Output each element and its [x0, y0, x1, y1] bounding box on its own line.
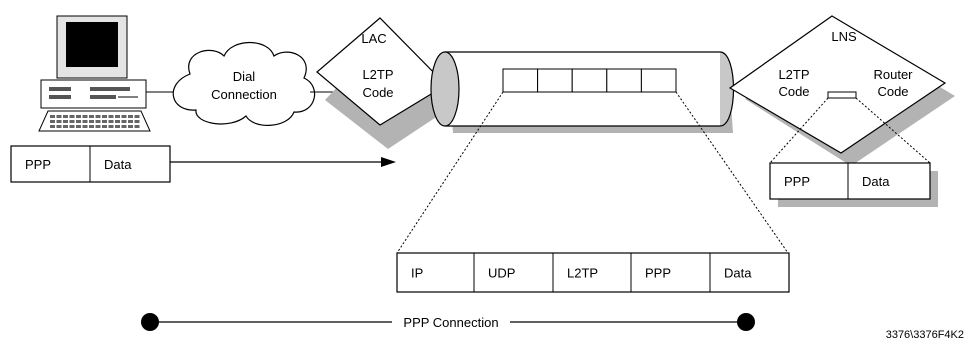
lns-router-line1: Router: [873, 67, 913, 82]
encap-frame-cell-udp: UDP: [488, 266, 515, 281]
lac-title: LAC: [361, 31, 386, 46]
figure-id: 3376\3376F4K2: [886, 329, 964, 341]
lns-l2tp-line1: L2TP: [778, 67, 809, 82]
tunnel-left-end: [430, 51, 460, 127]
tunnel-packet-cell: [606, 68, 642, 93]
encap-frame-cell-l2tp: L2TP: [567, 266, 598, 281]
ppp-connection: PPP Connection: [141, 313, 755, 331]
lns-expand-line-right: [855, 97, 931, 164]
encap-frame-box: [396, 252, 790, 293]
lns-frame-box: [769, 162, 931, 200]
cloud-icon: [172, 42, 316, 126]
expand-line-right: [675, 91, 789, 254]
endpoint-left: [141, 313, 159, 331]
lns-frame-cell-ppp: PPP: [784, 174, 810, 189]
tunnel-packet-cell: [537, 68, 573, 93]
encapsulated-frame: IP UDP L2TP PPP Data: [396, 252, 790, 293]
lac-node: LAC L2TP Code: [316, 17, 462, 149]
dial-connection-cloud: Dial Connection: [172, 42, 316, 126]
l2tp-tunnel: [430, 51, 734, 133]
tunnel-packet-cell: [640, 68, 677, 93]
client-frame-cell-ppp: PPP: [25, 157, 51, 172]
lac-code-line2: Code: [362, 85, 393, 100]
expand-line-left: [396, 91, 504, 254]
lns-frame: PPP Data: [769, 162, 938, 207]
cloud-label-line1: Dial: [233, 69, 256, 84]
lns-node: LNS L2TP Code Router Code: [728, 15, 955, 166]
tunnel-packet-cell: [571, 68, 608, 93]
computer: [38, 15, 151, 132]
cloud-label-line2: Connection: [211, 87, 277, 102]
encap-frame-cell-data: Data: [724, 266, 752, 281]
lns-router-line2: Code: [877, 84, 908, 99]
ppp-connection-label: PPP Connection: [403, 315, 498, 330]
encap-frame-cell-ip: IP: [411, 266, 423, 281]
lns-packet-icon: [827, 91, 857, 99]
encap-frame-cell-ppp: PPP: [645, 266, 671, 281]
lns-frame-cell-data: Data: [862, 174, 890, 189]
tunnel-packet: [502, 68, 677, 93]
lac-code-line1: L2TP: [362, 67, 393, 82]
lns-title: LNS: [831, 29, 857, 44]
data-flow-arrow: [170, 157, 396, 167]
client-frame: PPP Data: [10, 145, 171, 183]
endpoint-right: [737, 313, 755, 331]
lac-diamond: [316, 17, 447, 126]
client-frame-cell-data: Data: [104, 157, 132, 172]
lns-diamond: [728, 15, 947, 154]
arrowhead-icon: [381, 157, 396, 167]
lns-expand-line-left: [769, 97, 829, 164]
lns-l2tp-line2: Code: [778, 84, 809, 99]
tunnel-packet-cell: [502, 68, 539, 93]
